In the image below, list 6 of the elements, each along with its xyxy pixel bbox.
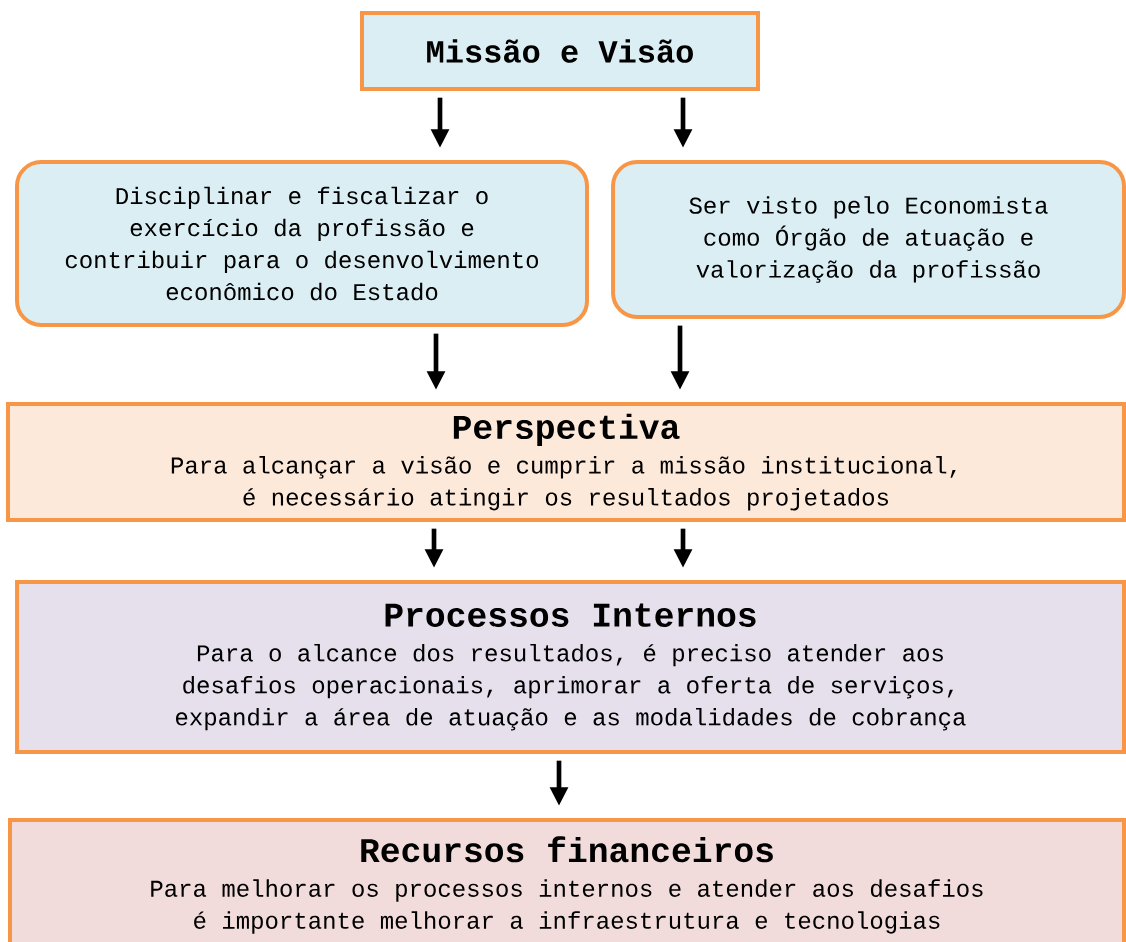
section-box: Recursos financeiros Para melhorar os processos internos e atender aos desafios é importante melhorar a infraestrutura e tecnologias	[8, 818, 1126, 942]
statement-box: Ser visto pelo Economista como Órgão de atuação e valorização da profissão	[611, 160, 1126, 319]
section-box: Perspectiva Para alcançar a visão e cumprir a missão institucional, é necessário atingir os resultados projetados	[6, 402, 1126, 522]
statement-box: Disciplinar e fiscalizar o exercício da profissão e contribuir para o desenvolvimento econômico do Estado	[15, 160, 589, 327]
section-box: Processos Internos Para o alcance dos resultados, é preciso atender aos desafios operacionais, aprimorar a oferta de serviços, expandir a área de atuação e as modalidades de cobrança	[15, 580, 1126, 754]
heading-box: Missão e Visão	[360, 11, 760, 91]
